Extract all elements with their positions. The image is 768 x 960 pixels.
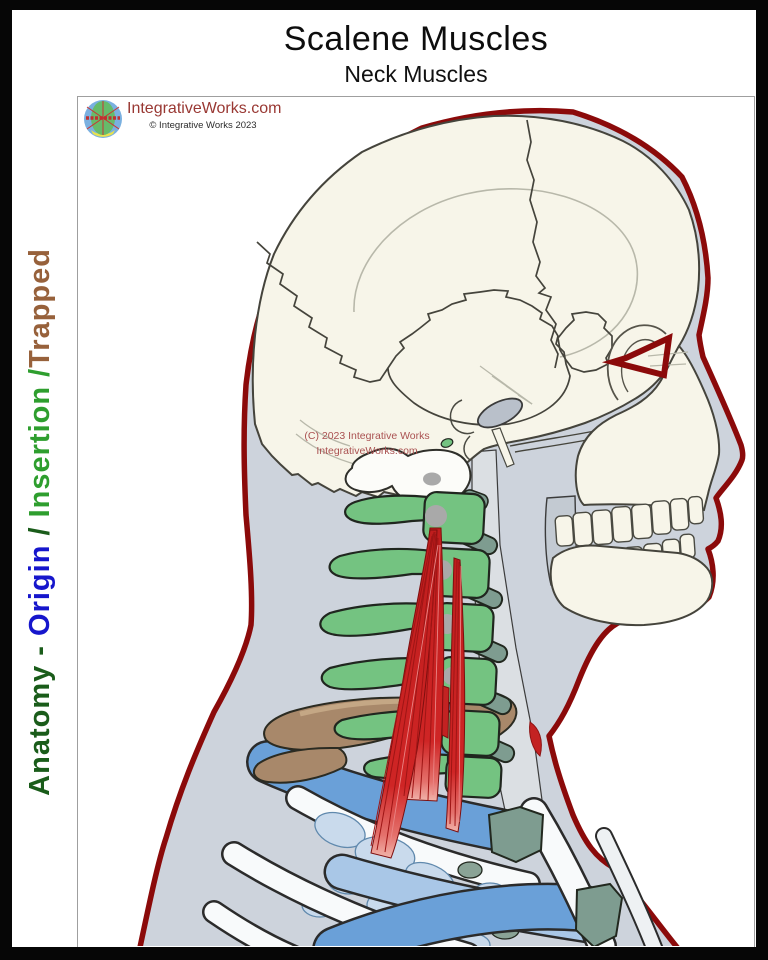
watermark-line2: IntegrativeWorks.com bbox=[316, 444, 418, 457]
side-label-segment: Anatomy bbox=[23, 664, 56, 796]
ear-canal-icon bbox=[449, 399, 475, 461]
suture-lambdoid bbox=[256, 241, 389, 383]
scalene-posterior bbox=[445, 557, 466, 833]
muscle-highlights bbox=[389, 544, 462, 846]
scalene-muscles bbox=[370, 527, 542, 859]
muscle-crescent bbox=[529, 721, 542, 757]
costal-cartilage-2 bbox=[574, 882, 624, 946]
costal-cartilage-1 bbox=[487, 805, 545, 864]
brand-block: IntegrativeWorks.com © Integrative Works… bbox=[127, 100, 282, 131]
temporal-bone bbox=[387, 289, 571, 426]
watermark: (C) 2023 Integrative Works IntegrativeWo… bbox=[286, 429, 448, 458]
scalene-anterior bbox=[370, 529, 438, 859]
skull bbox=[251, 114, 701, 499]
eye-marker-triangle bbox=[601, 332, 673, 379]
side-label-segment: Origin bbox=[23, 544, 56, 636]
brand-site: IntegrativeWorks.com bbox=[127, 100, 282, 117]
temporal-line bbox=[353, 187, 639, 358]
side-label-band: Anatomy - Origin / Insertion /Trapped bbox=[6, 96, 74, 947]
petrous-lines bbox=[479, 365, 533, 405]
white-rib-2 bbox=[223, 843, 474, 946]
sternum-edge bbox=[597, 829, 661, 946]
tmj-condyle bbox=[476, 397, 524, 429]
nasal-maxilla bbox=[574, 344, 721, 512]
styloid-process bbox=[491, 427, 515, 468]
side-label-segment: / bbox=[23, 516, 56, 545]
page-title: Scalene Muscles bbox=[283, 20, 549, 58]
side-label-segment: Insertion bbox=[23, 385, 56, 517]
anatomy-illustration bbox=[137, 107, 746, 946]
scalene-sliver bbox=[441, 685, 450, 739]
side-label-segment: Trapped bbox=[23, 247, 56, 368]
third-rib bbox=[315, 885, 604, 946]
side-label-segment: / bbox=[23, 367, 56, 386]
watermark-line1: (C) 2023 Integrative Works bbox=[304, 430, 430, 442]
sphenoid-bone bbox=[557, 311, 613, 373]
brand-logo bbox=[84, 100, 122, 138]
brand-copyright: © Integrative Works 2023 bbox=[149, 120, 257, 131]
globe-web-icon bbox=[84, 100, 122, 138]
mandible bbox=[549, 544, 714, 627]
white-rib-3 bbox=[204, 902, 294, 946]
muscle-fibers bbox=[370, 531, 460, 853]
side-label-segment: - bbox=[23, 635, 56, 665]
page-subtitle: Neck Muscles bbox=[344, 61, 488, 87]
upper-teeth bbox=[554, 495, 705, 547]
side-label: Anatomy - Origin / Insertion /Trapped bbox=[24, 248, 57, 796]
